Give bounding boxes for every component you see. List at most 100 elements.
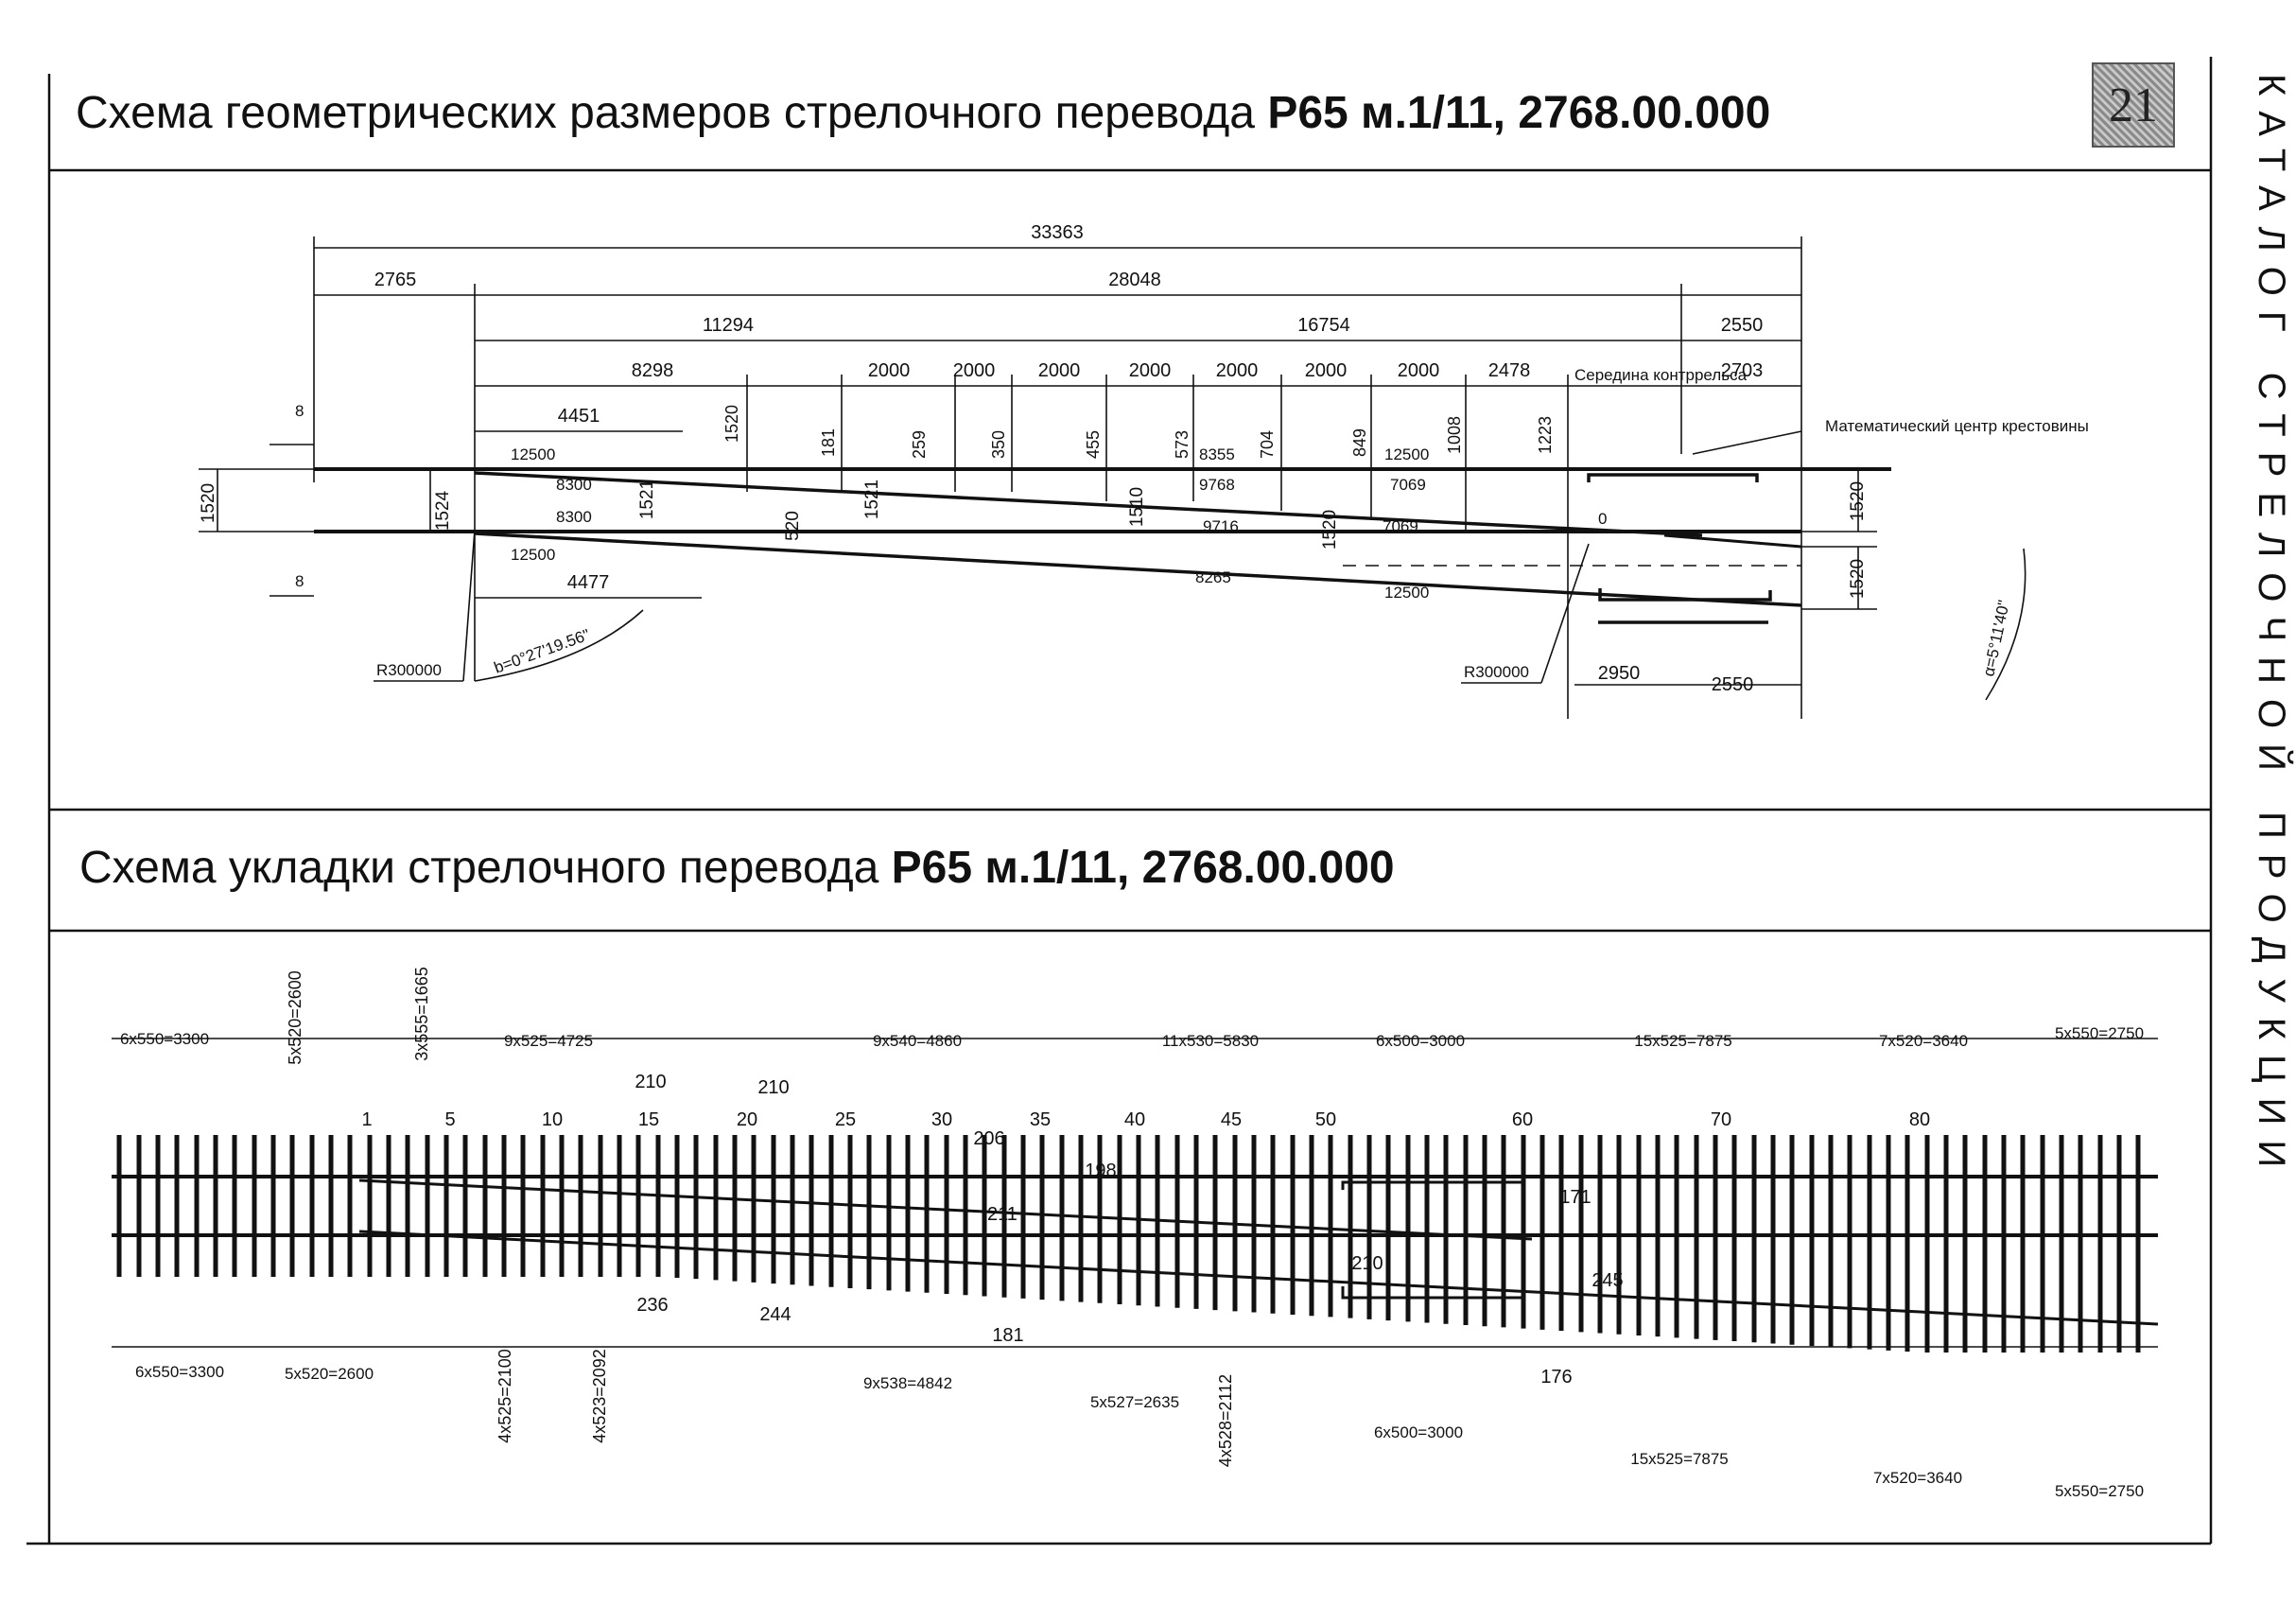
mark-label: 171 <box>1559 1187 1591 1208</box>
layout-top-label: 6x500=3000 <box>1376 1032 1465 1050</box>
dim-step: 2703 <box>1721 360 1764 381</box>
dim-step: 2000 <box>1129 360 1172 381</box>
catalog-side-label: КАТАЛОГ СТРЕЛОЧНОЙ ПРОДУКЦИИ <box>2251 74 2292 1183</box>
offset: 1520 <box>722 405 741 443</box>
mid-counter-rail-label: Середина контррельса <box>1574 366 1748 384</box>
layout-bottom-label: 9x538=4842 <box>863 1374 952 1392</box>
rail-length: 12500 <box>1384 584 1429 602</box>
dim-step: 2478 <box>1488 360 1531 381</box>
rail-length: 9768 <box>1199 476 1235 494</box>
sleeper-number: 70 <box>1711 1109 1731 1130</box>
gap-8-label: 8 <box>295 572 304 590</box>
mark-label: 210 <box>1351 1253 1383 1274</box>
mark-label: 211 <box>987 1204 1018 1225</box>
layout-top-label: 11x530=5830 <box>1162 1032 1259 1050</box>
gauge-1520: 1520 <box>1848 481 1868 521</box>
mark-label: 198 <box>1085 1161 1116 1181</box>
sleeper-number: 20 <box>737 1109 757 1130</box>
rail-length: 8355 <box>1199 445 1235 463</box>
dim-4451: 4451 <box>558 406 600 427</box>
layout-bottom-label: 4x528=2112 <box>1216 1374 1235 1467</box>
dim-step: 8298 <box>632 360 674 381</box>
dim-step: 2000 <box>953 360 996 381</box>
title-geometry: Схема геометрических размеров стрелочног… <box>76 88 1771 138</box>
zero-mark: 0 <box>1598 510 1607 528</box>
layout-bottom-label: 4x523=2092 <box>590 1349 609 1443</box>
offset: 455 <box>1084 430 1103 459</box>
sleeper-number: 25 <box>835 1109 856 1130</box>
gauge-1520: 1520 <box>1320 510 1340 550</box>
dim-front: 2765 <box>374 270 417 290</box>
mark-label: 245 <box>1592 1270 1623 1291</box>
dim-overall: 33363 <box>1031 222 1084 243</box>
mark-label: 210 <box>635 1072 666 1092</box>
layout-bottom-label: 7x520=3640 <box>1873 1469 1962 1487</box>
rail-length: 7069 <box>1390 476 1426 494</box>
mark-label: 206 <box>973 1128 1004 1149</box>
offset: 350 <box>989 430 1008 459</box>
sleeper-number: 60 <box>1512 1109 1533 1130</box>
dim-2950: 2950 <box>1598 663 1641 684</box>
sleeper-number: 1 <box>361 1109 372 1130</box>
dim-theoretical: 28048 <box>1108 270 1161 290</box>
gauge-1521: 1521 <box>637 480 657 519</box>
dim-2550b: 2550 <box>1712 674 1754 695</box>
layout-top-label: 7x520=3640 <box>1879 1032 1968 1050</box>
layout-top-label: 15x525=7875 <box>1634 1032 1732 1050</box>
dim-tail: 2550 <box>1721 315 1764 336</box>
rail-length: 12500 <box>511 546 555 564</box>
layout-bottom-label: 4x525=2100 <box>496 1349 514 1443</box>
sleeper-number: 50 <box>1315 1109 1336 1130</box>
layout-bottom-label: 5x527=2635 <box>1090 1393 1179 1411</box>
layout-top-label: 9x525=4725 <box>504 1032 593 1050</box>
mark-label: 176 <box>1540 1367 1572 1388</box>
offset: 259 <box>910 430 929 459</box>
gap-1510: 1510 <box>1127 487 1147 527</box>
layout-bottom-label: 6x550=3300 <box>135 1363 224 1381</box>
rail-length: 8300 <box>556 476 592 494</box>
sleeper-number: 10 <box>542 1109 563 1130</box>
gap-8-label: 8 <box>295 402 304 420</box>
sleeper-number: 15 <box>638 1109 659 1130</box>
offset: 1008 <box>1445 416 1464 454</box>
offset: 704 <box>1258 430 1277 459</box>
layout-bottom-label: 15x525=7875 <box>1630 1450 1729 1468</box>
sleeper-number: 40 <box>1124 1109 1145 1130</box>
dim-step: 2000 <box>1038 360 1081 381</box>
rail-length: 8300 <box>556 508 592 526</box>
rail-length: 12500 <box>511 445 555 463</box>
layout-bottom-label: 5x520=2600 <box>285 1365 374 1383</box>
offset: 573 <box>1173 430 1191 459</box>
gauge-1521: 1521 <box>862 480 882 519</box>
dim-switch: 11294 <box>703 315 754 336</box>
gauge-1524: 1524 <box>433 490 453 531</box>
rail-length: 8265 <box>1195 568 1231 586</box>
rail-length: 9716 <box>1203 517 1239 535</box>
sleeper-number: 5 <box>444 1109 455 1130</box>
offset: 181 <box>819 428 838 457</box>
gap-520: 520 <box>783 511 803 541</box>
layout-top-label: 5x520=2600 <box>286 970 304 1065</box>
layout-bottom-label: 5x550=2750 <box>2055 1482 2144 1500</box>
layout-top-label: 3x555=1665 <box>412 967 431 1061</box>
sleeper-number: 45 <box>1221 1109 1242 1130</box>
rail-length: 7069 <box>1383 517 1418 535</box>
mark-label: 181 <box>992 1325 1023 1346</box>
offset: 849 <box>1350 428 1369 457</box>
sleeper-number: 80 <box>1909 1109 1930 1130</box>
rail-length: 12500 <box>1384 445 1429 463</box>
dim-step: 2000 <box>1216 360 1259 381</box>
sleeper-number: 35 <box>1030 1109 1051 1130</box>
mark-label: 236 <box>636 1295 668 1316</box>
layout-top-label: 9x540=4860 <box>873 1032 962 1050</box>
dim-step: 2000 <box>1305 360 1348 381</box>
layout-top-label: 5x550=2750 <box>2055 1024 2144 1042</box>
sleeper-number: 30 <box>931 1109 952 1130</box>
page-number: 21 <box>2092 62 2175 148</box>
radius-left-label: R300000 <box>376 661 442 679</box>
gauge-1520: 1520 <box>1848 559 1868 599</box>
dim-4477: 4477 <box>567 572 610 593</box>
